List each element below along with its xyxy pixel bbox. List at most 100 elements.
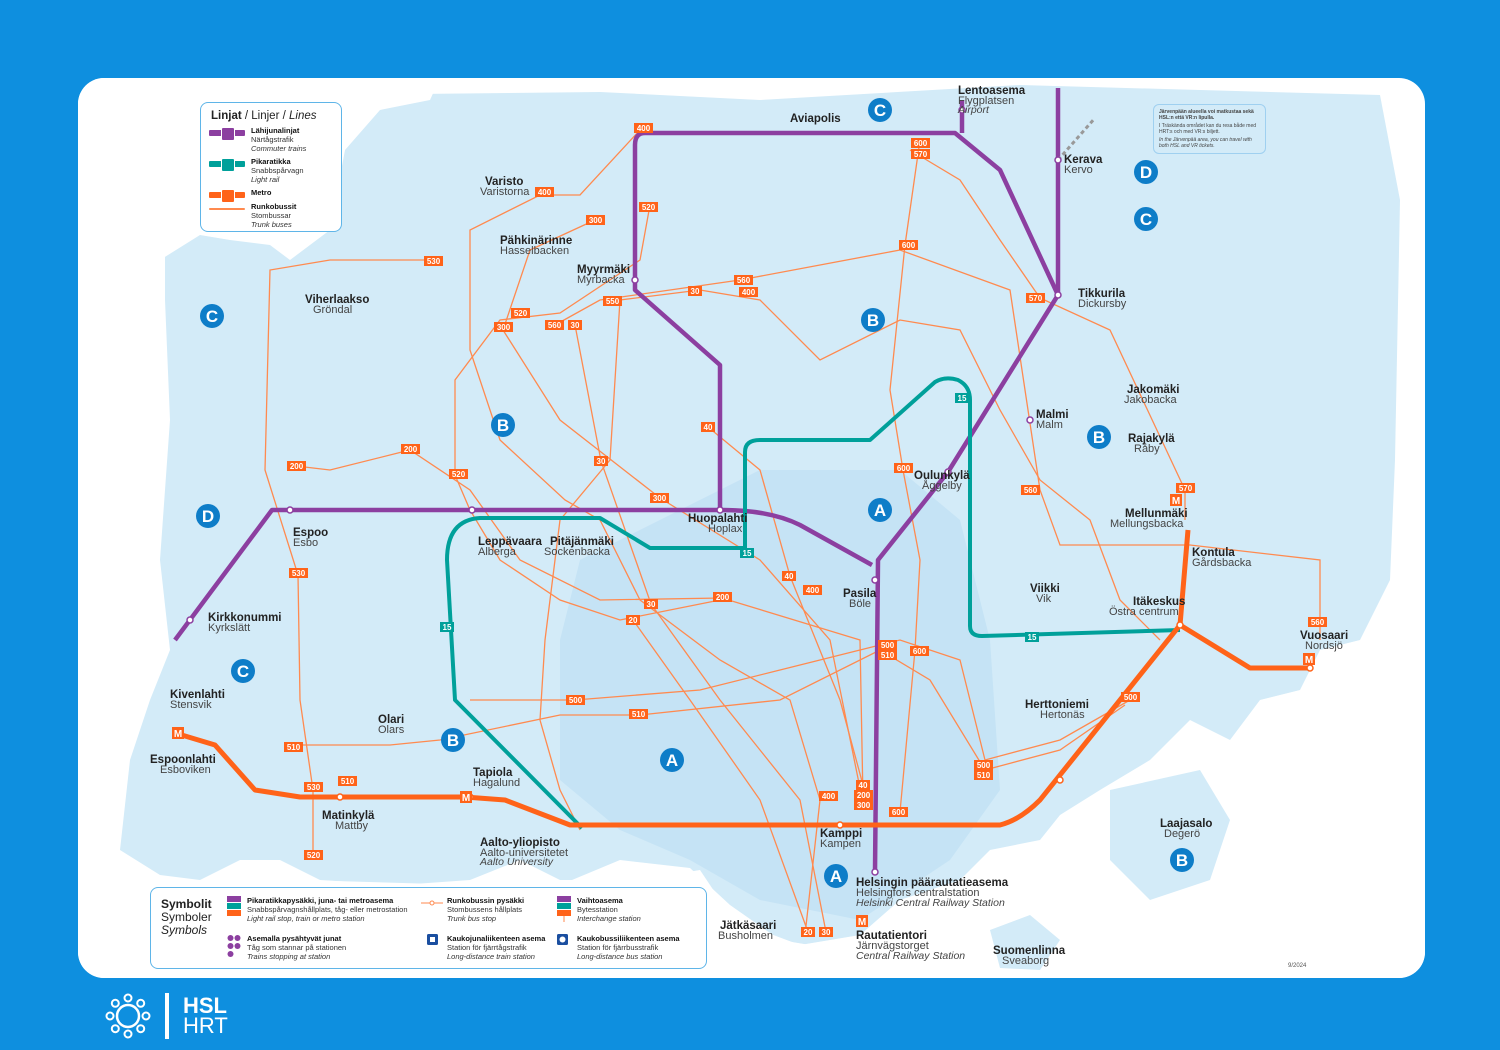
svg-text:600: 600 [902, 241, 916, 250]
route-badge-510: 510 [338, 776, 357, 786]
svg-text:Jakomäki: Jakomäki [1127, 384, 1179, 396]
svg-text:A: A [874, 501, 886, 520]
station-dot-herttoniemi[interactable] [1056, 776, 1064, 784]
svg-text:560: 560 [548, 321, 562, 330]
svg-text:Hertonäs: Hertonäs [1040, 709, 1085, 721]
station-dot-itakeskus[interactable] [1176, 621, 1184, 629]
zone-b-marker: B [491, 413, 515, 437]
svg-text:30: 30 [571, 321, 580, 330]
metro-mellunmaki-branch [1177, 529, 1191, 626]
svg-text:Sveaborg: Sveaborg [1002, 955, 1049, 967]
svg-text:200: 200 [857, 791, 871, 800]
svg-text:15: 15 [958, 394, 967, 403]
station-dot-tikkurila[interactable] [1054, 291, 1062, 299]
svg-text:Busholmen: Busholmen [718, 930, 773, 942]
station-label-aviapolis[interactable]: Aviapolis [790, 113, 841, 125]
svg-text:500: 500 [881, 641, 895, 650]
svg-text:Helsingin päärautatieasema: Helsingin päärautatieasema [856, 877, 1009, 889]
station-dot-kerava[interactable] [1054, 156, 1062, 164]
station-dot-matinkyla[interactable] [336, 793, 344, 801]
svg-text:510: 510 [881, 651, 895, 660]
zone-a-marker: A [660, 748, 684, 772]
bus-line-560 [554, 249, 1321, 640]
station-dot-malmi[interactable] [1026, 416, 1034, 424]
station-dot-myyrmaki[interactable] [631, 276, 639, 284]
station-dot-kirkkonummi[interactable] [186, 616, 194, 624]
svg-text:Jätkäsaari: Jätkäsaari [720, 920, 776, 932]
station-label-aalto[interactable]: Aalto-yliopistoAalto-universitetetAalto … [479, 837, 568, 868]
route-badge-530: 530 [304, 782, 323, 792]
svg-text:M: M [1305, 655, 1313, 666]
station-dot-leppavaara[interactable] [468, 506, 476, 514]
route-badge-600: 600 [899, 240, 918, 250]
svg-text:Herttoniemi: Herttoniemi [1025, 699, 1089, 711]
route-badge-530: 530 [424, 256, 443, 266]
route-badge-560: 560 [734, 275, 753, 285]
train-icon [209, 127, 245, 141]
svg-text:520: 520 [642, 203, 656, 212]
station-dot-oulunkyla[interactable] [944, 468, 952, 476]
svg-text:600: 600 [913, 647, 927, 656]
svg-text:Gröndal: Gröndal [313, 304, 352, 316]
route-badge-510: 510 [284, 742, 303, 752]
station-dot-espoo[interactable] [286, 506, 294, 514]
route-badge-600: 600 [894, 463, 913, 473]
logo-hrt: HRT [183, 1013, 228, 1038]
route-badge-550: 550 [603, 296, 622, 306]
station-dot-helsinki[interactable] [871, 868, 879, 876]
route-badges: 400 600 570 400 520 300 600 530 570 560 … [172, 123, 1327, 937]
svg-text:Vik: Vik [1036, 593, 1052, 605]
svg-text:Kervo: Kervo [1064, 164, 1093, 176]
route-badge-30: 30 [644, 599, 658, 609]
svg-text:300: 300 [589, 216, 603, 225]
svg-text:Kamppi: Kamppi [820, 828, 862, 840]
svg-text:Olari: Olari [378, 714, 404, 726]
route-badge-400: 400 [819, 791, 838, 801]
station-dot-huopalahti[interactable] [716, 506, 724, 514]
route-badge-600: 600 [911, 138, 930, 148]
station-dot-pasila[interactable] [871, 576, 879, 584]
station-dot-kamppi[interactable] [836, 821, 844, 829]
svg-text:Huopalahti: Huopalahti [688, 513, 747, 525]
svg-text:Olars: Olars [378, 724, 405, 736]
metro-main [174, 623, 1182, 828]
station-dot-lentoasema[interactable] [958, 106, 966, 114]
